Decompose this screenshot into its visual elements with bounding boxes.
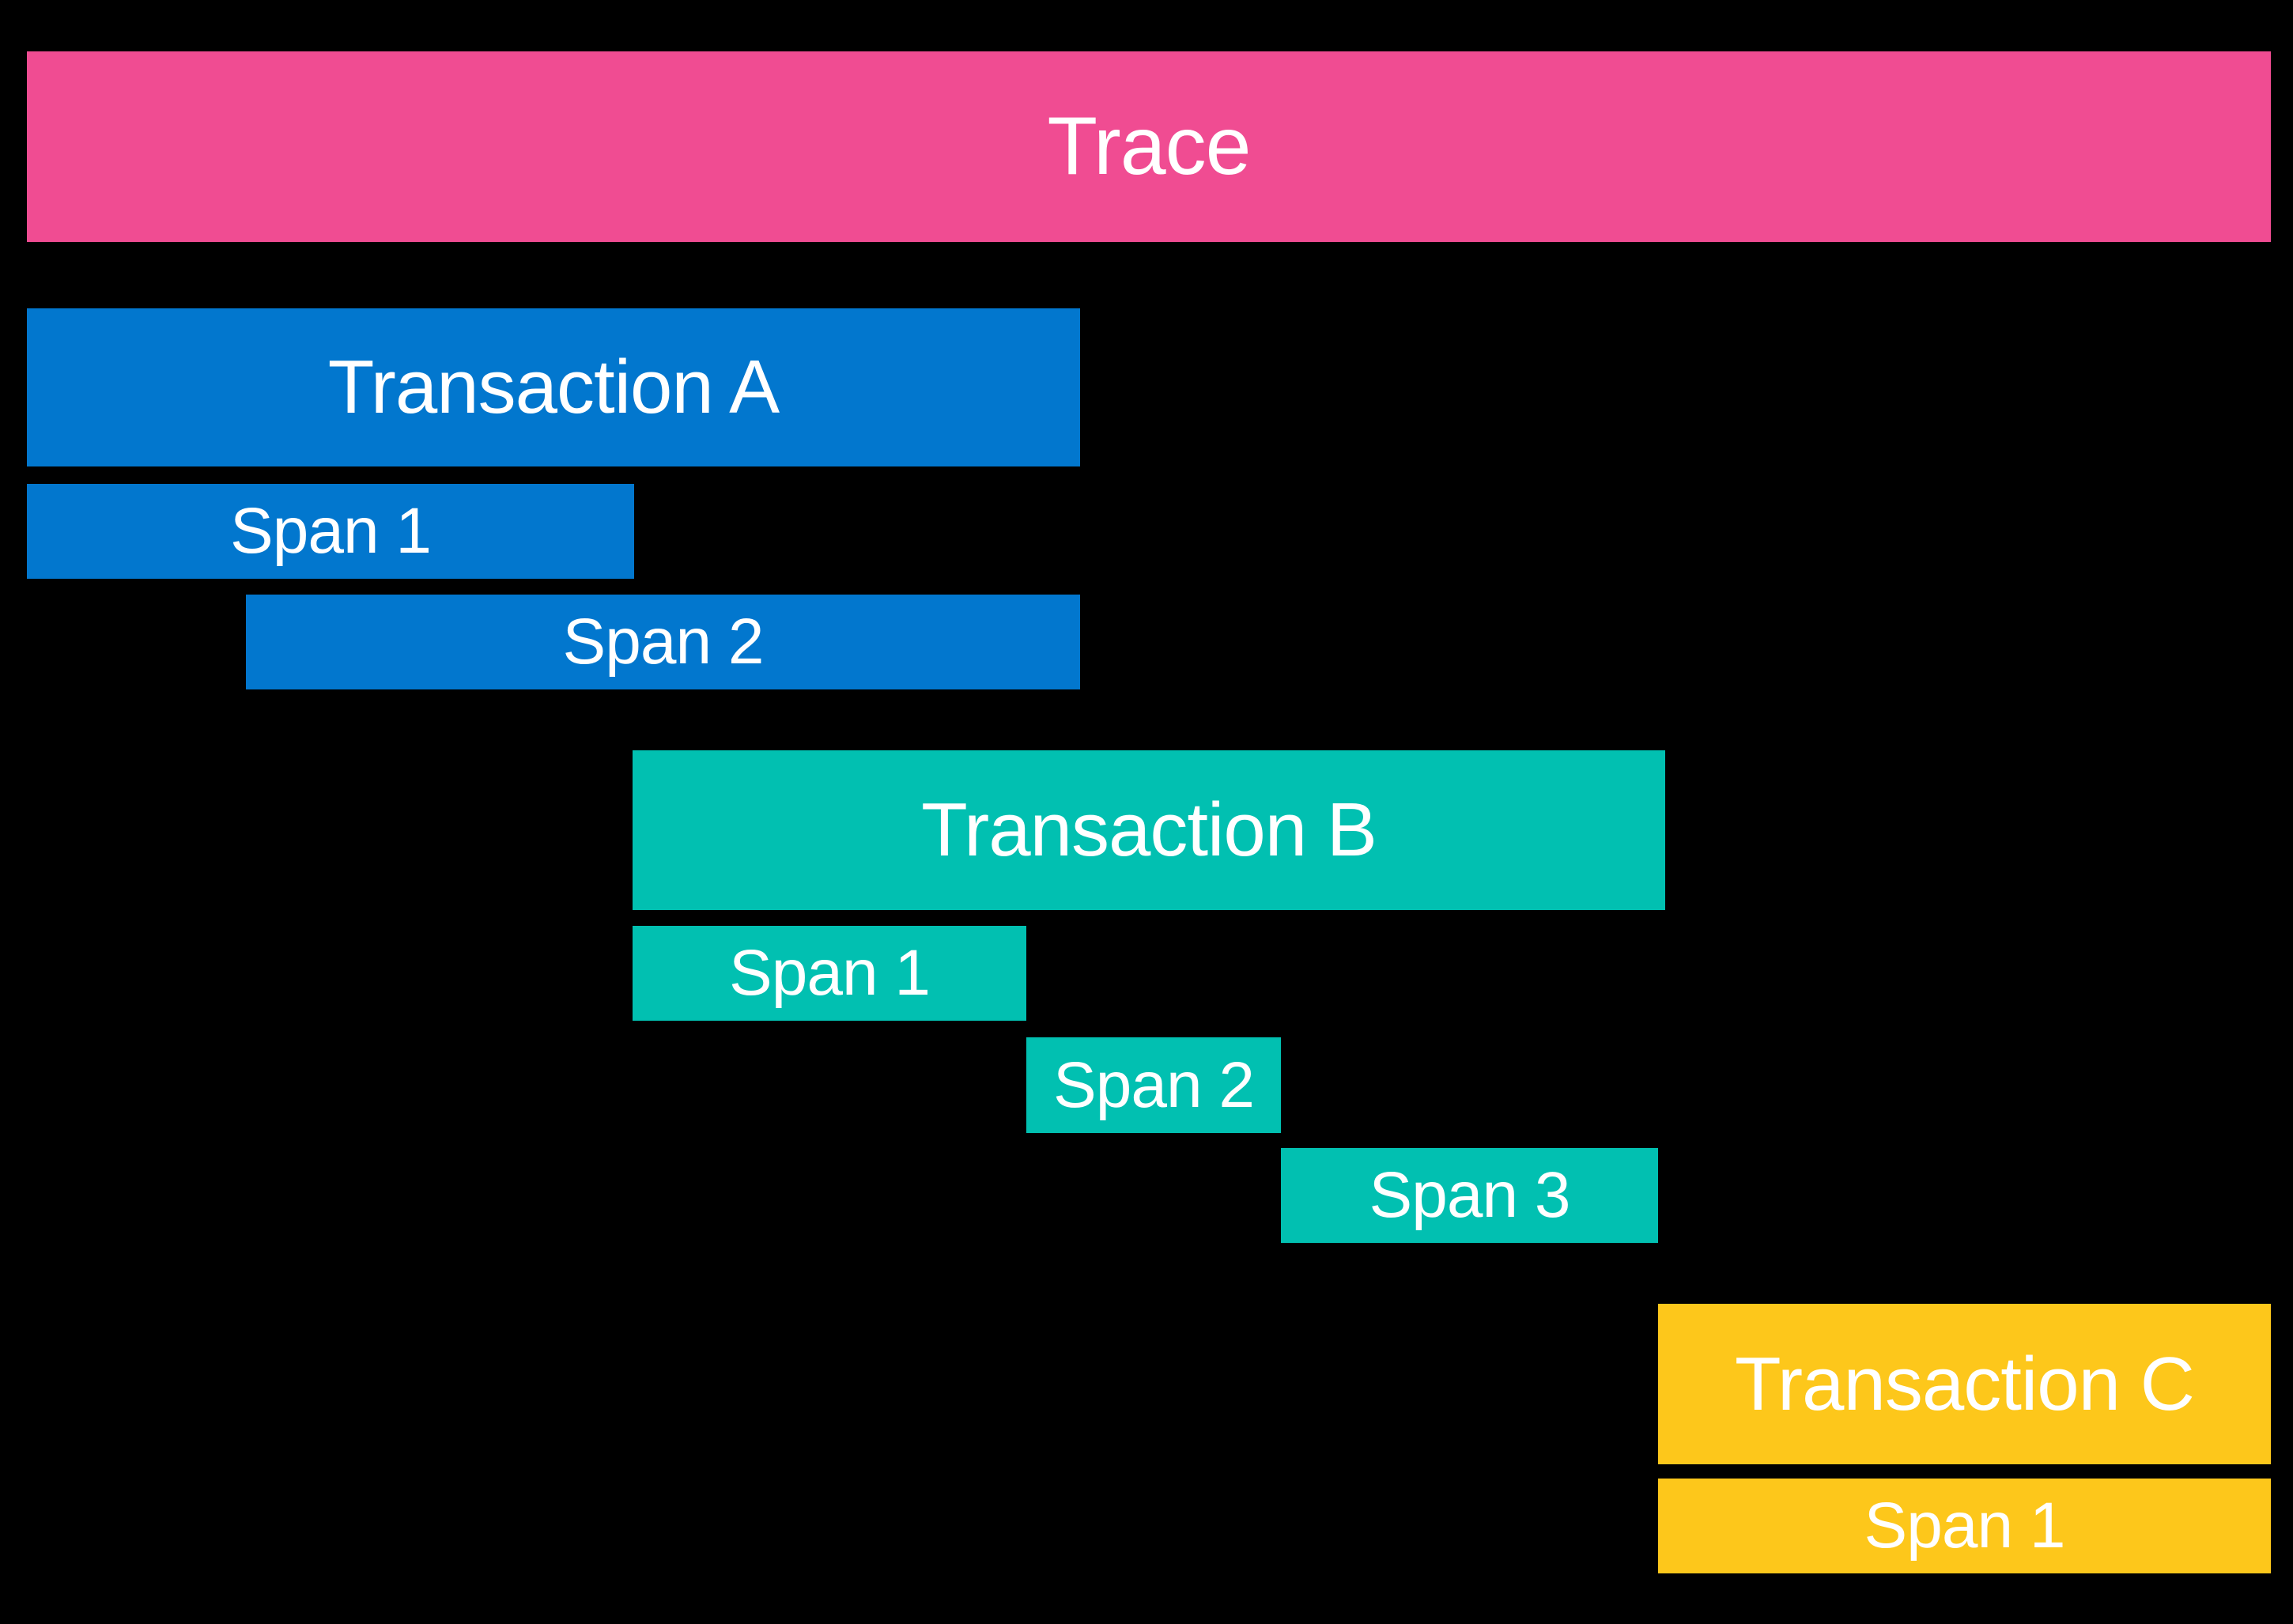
transaction-b-span-2-bar: Span 2 bbox=[1026, 1037, 1281, 1133]
transaction-b-span-1-label: Span 1 bbox=[729, 937, 931, 1009]
trace-label: Trace bbox=[1047, 100, 1252, 192]
transaction-b-span-2-label: Span 2 bbox=[1053, 1048, 1255, 1121]
transaction-c-bar: Transaction C bbox=[1658, 1304, 2271, 1464]
transaction-a-span-2-bar: Span 2 bbox=[246, 595, 1080, 689]
transaction-b-span-3-label: Span 3 bbox=[1369, 1159, 1571, 1231]
transaction-c-span-1-bar: Span 1 bbox=[1658, 1479, 2271, 1573]
transaction-a-span-2-label: Span 2 bbox=[562, 606, 765, 678]
transaction-b-bar: Transaction B bbox=[633, 750, 1665, 910]
trace-bar: Trace bbox=[27, 51, 2271, 242]
transaction-a-bar: Transaction A bbox=[27, 308, 1080, 466]
transaction-b-label: Transaction B bbox=[921, 787, 1377, 872]
transaction-b-span-3-bar: Span 3 bbox=[1281, 1148, 1658, 1243]
transaction-a-span-1-bar: Span 1 bbox=[27, 484, 634, 579]
transaction-c-label: Transaction C bbox=[1735, 1341, 2195, 1426]
transaction-a-span-1-label: Span 1 bbox=[230, 495, 432, 567]
transaction-b-span-1-bar: Span 1 bbox=[633, 926, 1026, 1021]
transaction-c-span-1-label: Span 1 bbox=[1864, 1490, 2066, 1562]
transaction-a-label: Transaction A bbox=[327, 345, 780, 429]
